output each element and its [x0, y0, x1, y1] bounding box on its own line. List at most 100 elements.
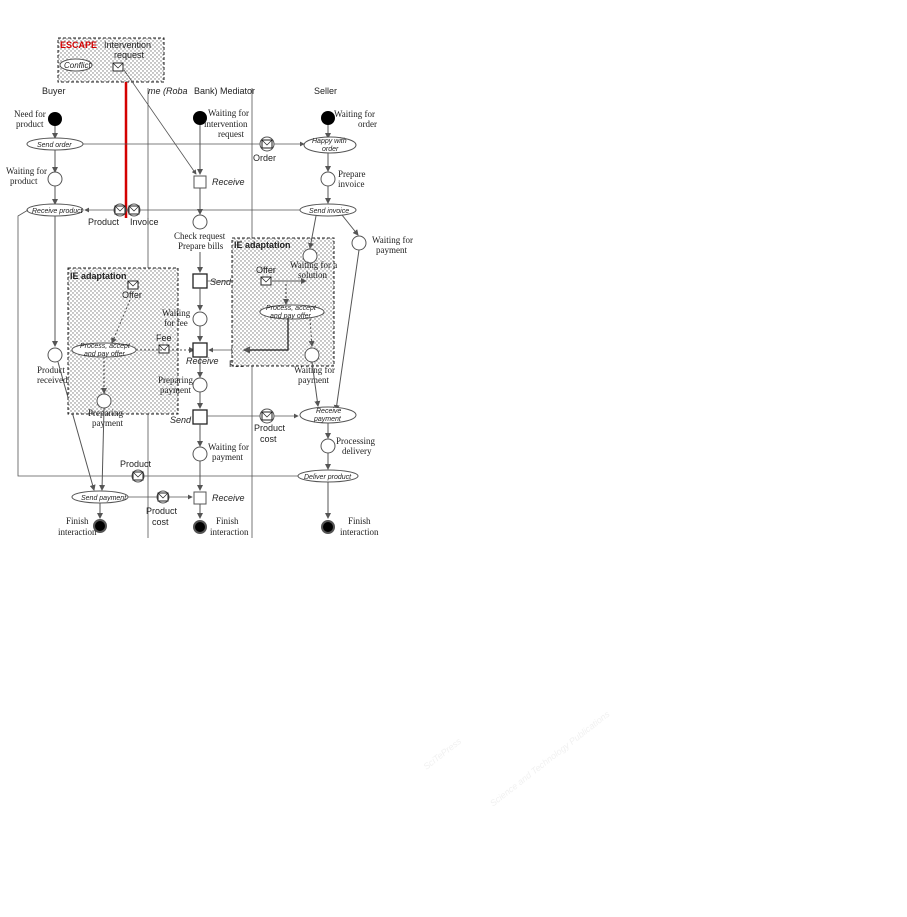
msg-product-cost2: cost	[260, 434, 277, 444]
buyer-waiting2: product	[10, 176, 38, 186]
mediator-send1: Send	[210, 277, 232, 287]
msg-invoice-icon	[128, 205, 140, 215]
escape-envelope-icon	[112, 62, 124, 72]
seller-prepare-invoice2: invoice	[338, 179, 365, 189]
mediator-start-node	[193, 111, 207, 125]
ie-right-offer: Offer	[256, 265, 276, 275]
escape-conflict: Conflict	[64, 61, 91, 70]
mediator-receive3-box[interactable]	[193, 491, 207, 505]
seller-start-node	[321, 111, 335, 125]
seller-receive-payment-label: Receive	[316, 408, 341, 415]
seller-waiting-payment: Waiting for	[372, 235, 413, 245]
buyer-receive-product-label: Receive product	[32, 208, 84, 215]
mediator-preparing-node	[192, 377, 208, 393]
seller-processing-node	[320, 438, 336, 454]
seller-receive-payment-label2: payment	[313, 416, 342, 423]
mediator-waiting: Waiting for	[208, 108, 249, 118]
ie-right-waiting-node	[302, 248, 318, 264]
mediator-receive3: Receive	[212, 493, 245, 503]
mediator-receive2: Receive	[186, 356, 219, 366]
ie-right-title: IE adaptation	[234, 240, 291, 250]
seller-finish2: interaction	[340, 527, 379, 537]
escape-request2: request	[114, 50, 145, 60]
seller-prepare-node	[320, 171, 336, 187]
mediator-receive1-box[interactable]	[193, 175, 207, 189]
seller-happy-label2: order	[322, 146, 339, 153]
mediator-receive2-box[interactable]	[192, 342, 208, 358]
msg-invoice: Invoice	[130, 217, 159, 227]
mediator-waiting-pay2: payment	[212, 452, 243, 462]
mediator-preparing2: payment	[160, 385, 191, 395]
msg-product-cost-b2: cost	[152, 517, 169, 527]
lane-seller: Seller	[314, 86, 337, 96]
seller-waiting-payment2: payment	[376, 245, 407, 255]
mediator-waiting2: intervention	[204, 119, 248, 129]
ie-right-waiting-solution: Waiting for a	[290, 260, 337, 270]
ie-left-offer-icon	[127, 280, 139, 290]
mediator-prepare-bills: Prepare bills	[178, 241, 224, 251]
buyer-start-node	[48, 112, 62, 126]
mediator-finish: Finish	[216, 516, 239, 526]
mediator-check-node	[192, 214, 208, 230]
mediator-waiting-fee: Waiting	[162, 308, 191, 318]
mediator-waiting3: request	[218, 129, 244, 139]
ie-left-offer: Offer	[122, 290, 142, 300]
ie-left-preparing-node	[96, 393, 112, 409]
seller-happy-label: Happy with	[312, 138, 347, 145]
ie-left-fee-icon	[158, 344, 170, 354]
escape-title: ESCAPE	[60, 40, 97, 50]
buyer-finish: Finish	[66, 516, 89, 526]
mediator-check: Check request	[174, 231, 226, 241]
ie-right-process-label2: and pay offer	[270, 313, 312, 320]
ie-left-preparing: Preparing	[88, 408, 123, 418]
seller-finish-node	[321, 520, 335, 534]
buyer-need2: product	[16, 119, 44, 129]
seller-finish: Finish	[348, 516, 371, 526]
ie-right-offer-icon	[260, 276, 272, 286]
msg-product-cost: Product	[254, 423, 286, 433]
seller-deliver-label: Deliver product	[304, 474, 352, 481]
ie-left-fee: Fee	[156, 333, 172, 343]
buyer-product-received2: received	[37, 375, 68, 385]
ie-left-process-label2: and pay offer	[84, 351, 126, 358]
buyer-product-received: Product	[37, 365, 65, 375]
seller-send-invoice[interactable]	[299, 203, 357, 217]
buyer-need: Need for	[14, 109, 46, 119]
lane-mediator-b: Bank) Mediator	[194, 86, 255, 96]
ie-left-preparing2: payment	[92, 418, 123, 428]
msg-product2: Product	[120, 459, 152, 469]
watermark-main: SciTePress	[421, 736, 463, 772]
mediator-send2-box[interactable]	[192, 409, 208, 425]
buyer-waiting-node	[47, 171, 63, 187]
seller-processing: Processing	[336, 436, 375, 446]
mediator-preparing: Preparing	[158, 375, 193, 385]
msg-product-cost-icon	[261, 411, 273, 421]
seller-prepare-invoice: Prepare	[338, 169, 365, 179]
buyer-finish2: interaction	[58, 527, 97, 537]
ie-adaptation-right: IE adaptation Offer Waiting for a soluti…	[231, 237, 337, 367]
ie-adaptation-left: IE adaptation Offer Process, accept and …	[67, 267, 195, 428]
watermark: SciTePress Science and Technology Public…	[421, 709, 612, 809]
msg-product: Product	[88, 217, 120, 227]
mediator-send2: Send	[170, 415, 192, 425]
msg-product-icon	[114, 205, 126, 215]
mediator-finish2: interaction	[210, 527, 249, 537]
mediator-waiting-pay-node	[192, 446, 208, 462]
ie-right-process[interactable]	[259, 304, 325, 320]
mediator-send1-box[interactable]	[192, 273, 208, 289]
lane-buyer: Buyer	[42, 86, 66, 96]
msg-product2-icon	[132, 471, 144, 481]
buyer-product-received-node	[47, 347, 63, 363]
buyer-send-order-label: Send order	[37, 142, 72, 149]
mediator-waiting-fee-node	[192, 311, 208, 327]
seller-waiting-payment-node	[351, 235, 367, 251]
escape-box: ESCAPE Intervention request Conflict	[57, 37, 165, 83]
seller-send-invoice-label: Send invoice	[309, 208, 349, 215]
lane-mediator-a: me (Roba	[148, 86, 188, 96]
seller-happy[interactable]	[303, 136, 357, 154]
seller-processing2: delivery	[342, 446, 372, 456]
seller-waiting-order: Waiting for	[334, 109, 375, 119]
mediator-receive1: Receive	[212, 177, 245, 187]
buyer-finish-node	[93, 519, 107, 533]
